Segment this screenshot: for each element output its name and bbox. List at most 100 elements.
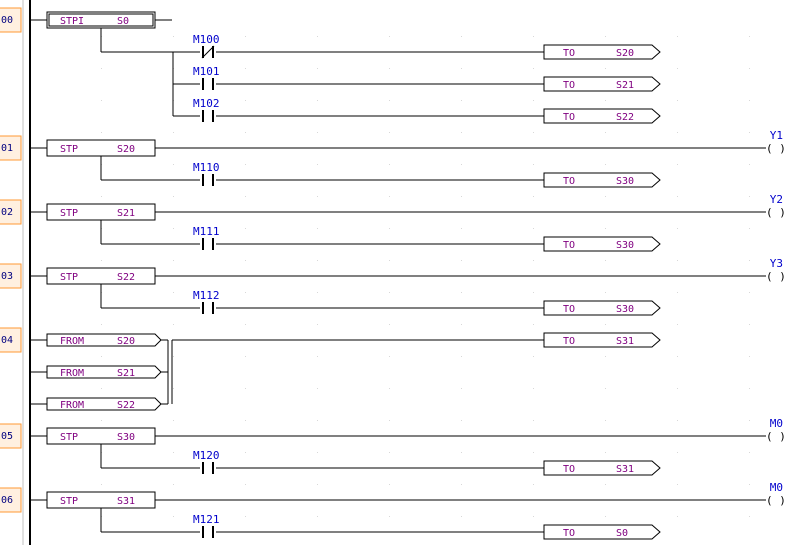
grid-dot <box>749 484 750 485</box>
grid-dot <box>317 516 318 517</box>
transfer-to-box <box>543 332 661 348</box>
step-number-label: 03 <box>1 271 13 282</box>
output-coil[interactable]: Y2( ) <box>766 193 786 219</box>
grid-dot <box>101 484 102 485</box>
grid-dot <box>317 388 318 389</box>
grid-dot <box>533 388 534 389</box>
grid-dot <box>461 356 462 357</box>
grid-dot <box>533 484 534 485</box>
grid-dot <box>317 356 318 357</box>
grid-dot <box>533 196 534 197</box>
grid-dot <box>605 324 606 325</box>
output-coil[interactable]: M0( ) <box>766 481 786 507</box>
step-number[interactable]: 01 <box>0 135 22 161</box>
grid-dot <box>749 228 750 229</box>
grid-dot <box>605 68 606 69</box>
grid-dot <box>461 132 462 133</box>
grid-dot <box>677 132 678 133</box>
grid-dot <box>533 516 534 517</box>
step-number[interactable]: 00 <box>0 7 22 33</box>
coil-symbol: ( ) <box>766 270 786 283</box>
grid-dot <box>245 228 246 229</box>
step-number[interactable]: 04 <box>0 327 22 353</box>
output-coil[interactable]: Y1( ) <box>766 129 786 155</box>
grid-dot <box>749 68 750 69</box>
grid-dot <box>173 356 174 357</box>
grid-dot <box>101 388 102 389</box>
grid-dot <box>389 484 390 485</box>
grid-dot <box>173 260 174 261</box>
grid-dot <box>389 516 390 517</box>
grid-dot <box>389 292 390 293</box>
grid-dot <box>677 388 678 389</box>
transfer-target-name: S31 <box>616 464 634 475</box>
contact-nc-slash <box>201 45 215 59</box>
transfer-to-box <box>543 460 661 476</box>
step-number-label: 06 <box>1 495 13 506</box>
grid-dot <box>605 516 606 517</box>
grid-dot <box>101 356 102 357</box>
grid-dot <box>677 452 678 453</box>
step-state-kind: STP <box>60 144 78 155</box>
coil-symbol: ( ) <box>766 430 786 443</box>
grid-dot <box>677 164 678 165</box>
grid-dot <box>173 388 174 389</box>
grid-dot <box>749 292 750 293</box>
no-contact[interactable]: M121 <box>193 513 220 538</box>
grid-dot <box>461 228 462 229</box>
grid-dot <box>533 452 534 453</box>
grid-dot <box>533 68 534 69</box>
no-contact[interactable]: M110 <box>193 161 220 186</box>
nc-contact[interactable]: M100 <box>193 33 220 59</box>
step-number[interactable]: 06 <box>0 487 22 513</box>
no-contact[interactable]: M102 <box>193 97 220 122</box>
no-contact[interactable]: M112 <box>193 289 220 314</box>
grid-dot <box>173 292 174 293</box>
grid-dot <box>245 324 246 325</box>
output-coil[interactable]: Y3( ) <box>766 257 786 283</box>
grid-dot <box>101 420 102 421</box>
grid-dot <box>173 132 174 133</box>
transfer-target-name: S30 <box>616 240 634 251</box>
grid-dot <box>461 516 462 517</box>
no-contact[interactable]: M120 <box>193 449 220 474</box>
step-state-kind: STP <box>60 496 78 507</box>
step-number-box <box>0 327 22 353</box>
grid-dot <box>389 388 390 389</box>
no-contact[interactable]: M111 <box>193 225 220 250</box>
step-number[interactable]: 05 <box>0 423 22 449</box>
grid-dot <box>317 228 318 229</box>
coil-device-label: Y3 <box>770 257 783 270</box>
transfer-to-box <box>543 172 661 188</box>
grid-dot <box>389 164 390 165</box>
step-number[interactable]: 02 <box>0 199 22 225</box>
grid-dot <box>173 164 174 165</box>
step-number[interactable]: 03 <box>0 263 22 289</box>
grid-dot <box>749 420 750 421</box>
output-coil[interactable]: M0( ) <box>766 417 786 443</box>
grid-dot <box>245 420 246 421</box>
no-contact[interactable]: M101 <box>193 65 220 90</box>
grid-dot <box>461 36 462 37</box>
step-number-label: 00 <box>1 15 13 26</box>
grid-dot <box>389 132 390 133</box>
